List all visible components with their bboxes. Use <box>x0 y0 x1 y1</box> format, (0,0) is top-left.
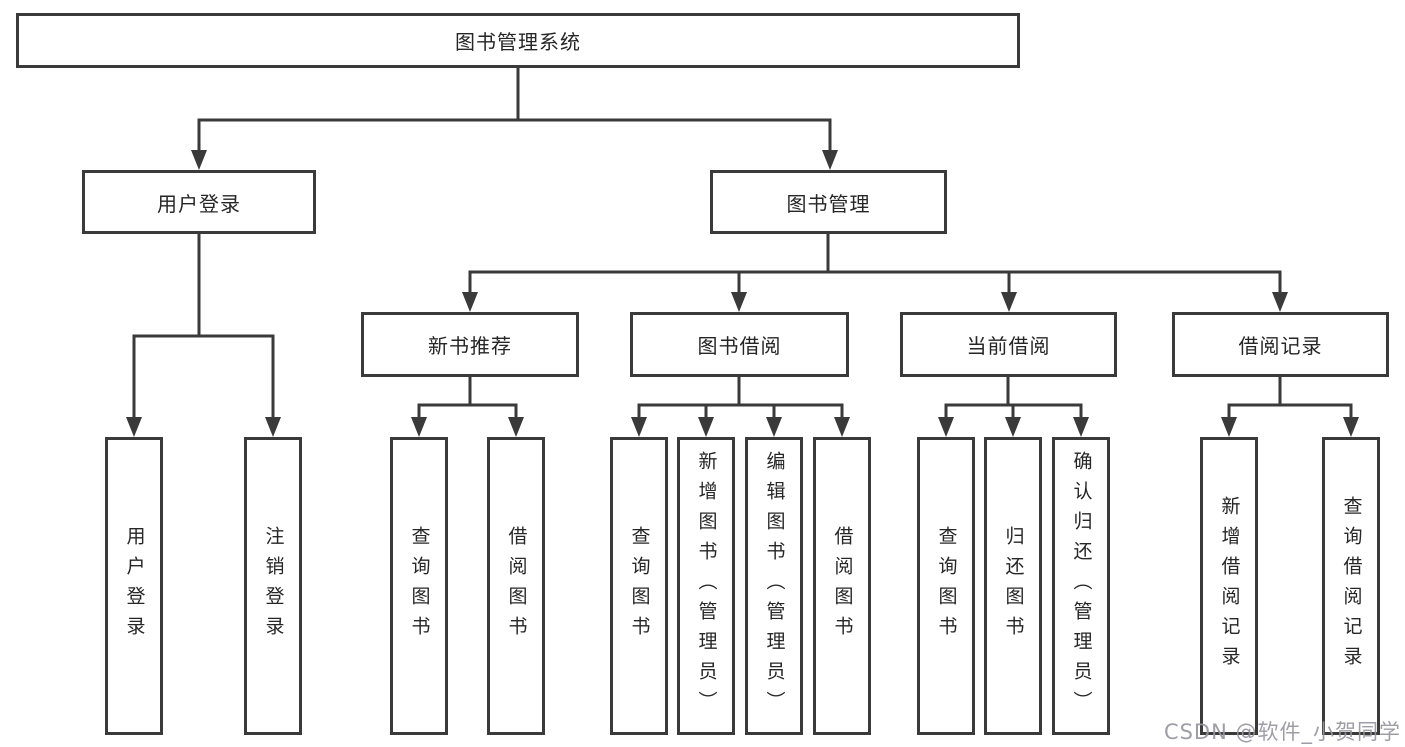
leaf-label: 新增借阅记录 <box>1218 496 1241 676</box>
leaf-label: 借阅图书 <box>505 526 528 646</box>
leaf-add-borrow-record: 新增借阅记录 <box>1200 437 1258 735</box>
leaf-label: 新增图书（管理员） <box>695 451 718 721</box>
leaf-confirm-return-admin: 确认归还（管理员） <box>1052 437 1110 735</box>
leaf-query-books-current: 查询图书 <box>917 437 975 735</box>
leaf-user-login: 用户登录 <box>105 437 163 735</box>
leaf-label: 编辑图书（管理员） <box>763 451 786 721</box>
node-library-system: 图书管理系统 <box>16 13 1020 68</box>
leaf-edit-books-admin: 编辑图书（管理员） <box>745 437 803 735</box>
leaf-label: 查询借阅记录 <box>1340 496 1363 676</box>
leaf-label: 查询图书 <box>628 526 651 646</box>
leaf-add-books-admin: 新增图书（管理员） <box>677 437 735 735</box>
leaf-label: 确认归还（管理员） <box>1070 451 1093 721</box>
node-book-management: 图书管理 <box>710 170 947 234</box>
leaf-query-books-recommend: 查询图书 <box>390 437 448 735</box>
node-current-borrowing: 当前借阅 <box>900 312 1117 377</box>
leaf-return-books: 归还图书 <box>984 437 1042 735</box>
leaf-label: 归还图书 <box>1002 526 1025 646</box>
node-book-borrowing: 图书借阅 <box>630 312 849 377</box>
leaf-label: 用户登录 <box>123 526 146 646</box>
csdn-watermark: CSDN @软件_小贺同学 <box>1163 720 1401 744</box>
leaf-query-borrow-record: 查询借阅记录 <box>1322 437 1380 735</box>
leaf-query-books-borrowing: 查询图书 <box>610 437 668 735</box>
leaf-label: 借阅图书 <box>831 526 854 646</box>
leaf-label: 查询图书 <box>408 526 431 646</box>
leaf-borrow-books-borrowing: 借阅图书 <box>813 437 871 735</box>
leaf-logout: 注销登录 <box>244 437 302 735</box>
leaf-label: 注销登录 <box>262 526 285 646</box>
leaf-label: 查询图书 <box>935 526 958 646</box>
leaf-borrow-books-recommend: 借阅图书 <box>487 437 545 735</box>
node-borrow-records: 借阅记录 <box>1172 312 1389 377</box>
node-user-login: 用户登录 <box>82 170 316 234</box>
node-new-book-recommend: 新书推荐 <box>361 312 579 377</box>
